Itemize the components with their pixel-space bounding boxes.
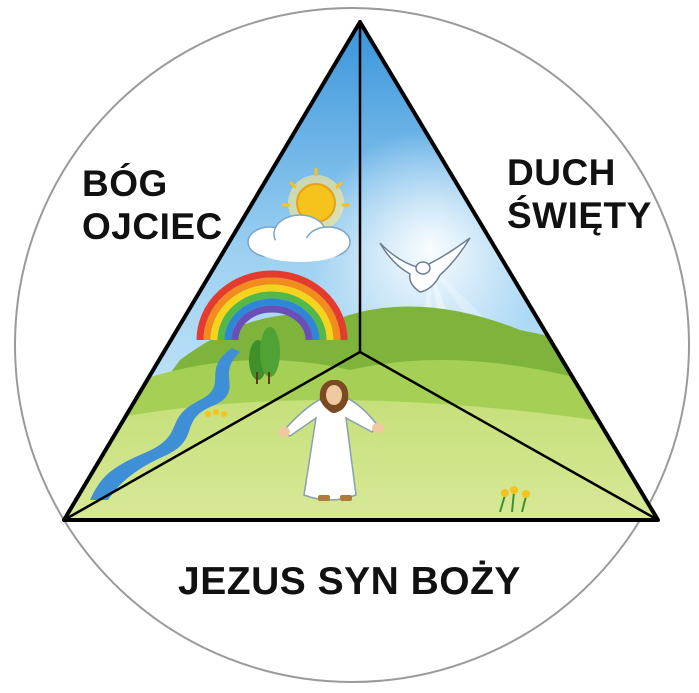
label-duch-swiety: DUCH ŚWIĘTY — [507, 152, 652, 237]
label-spirit-line2: ŚWIĘTY — [507, 195, 652, 238]
label-father-line1: BÓG — [82, 163, 223, 206]
label-jezus-syn-bozy: JEZUS SYN BOŻY — [0, 560, 699, 605]
label-father-line2: OJCIEC — [82, 206, 223, 249]
label-bog-ojciec: BÓG OJCIEC — [82, 163, 223, 248]
label-spirit-line1: DUCH — [507, 152, 652, 195]
